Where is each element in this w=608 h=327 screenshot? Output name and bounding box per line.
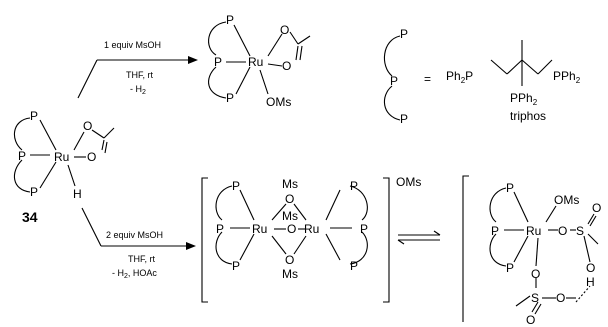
atom-P: P [226, 13, 234, 27]
atom-O: O [531, 267, 540, 281]
compound-label: 34 [22, 209, 38, 225]
bridged-dimer: P P P Ru Ru P P P Ms O Ms O O Ms OMs [201, 175, 421, 303]
atom-OMs: OMs [266, 95, 291, 109]
atom-O: O [558, 224, 567, 238]
atom-P: P [18, 149, 26, 163]
ph2p-group: Ph2P [446, 69, 473, 85]
atom-O: O [586, 261, 595, 275]
top-conditions: THF, rt [126, 70, 153, 80]
atom-P: P [232, 179, 240, 193]
dimer-counterion: OMs [396, 175, 421, 189]
atom-Ru: Ru [252, 222, 267, 236]
atom-O: O [285, 253, 294, 267]
atom-P: P [214, 55, 222, 69]
atom-O: O [87, 150, 96, 164]
triphos-legend: P P P = Ph2P PPh2 PPh2 triphos [383, 27, 581, 126]
atom-O: O [83, 119, 92, 133]
atom-Ru: Ru [526, 224, 541, 238]
atom-P: P [30, 185, 38, 199]
top-reaction-arrow: 1 equiv MsOH THF, rt - H2 [77, 40, 198, 99]
atom-P: P [232, 259, 240, 273]
triphos-name: triphos [510, 109, 546, 123]
atom-P: P [226, 91, 234, 105]
atom-P: P [506, 261, 514, 275]
atom-O: O [287, 222, 296, 236]
atom-Ms: Ms [282, 267, 298, 281]
monomer-bis-mesylate: P P P Ru OMs O S O O H O S O O [462, 175, 601, 327]
pph2-group-right: PPh2 [553, 69, 581, 85]
atom-O: O [282, 59, 291, 73]
complex-34: P P P Ru O O H 34 [13, 109, 115, 225]
atom-O: O [285, 192, 294, 206]
atom-OMs: OMs [554, 193, 579, 207]
atom-P: P [360, 222, 368, 236]
atom-Ru: Ru [54, 150, 69, 164]
bottom-reagent: 2 equiv MsOH [106, 230, 163, 240]
bottom-reaction-arrow: 2 equiv MsOH THF, rt - H2, HOAc [81, 207, 196, 280]
atom-P: P [390, 74, 398, 88]
pph2-group-bottom: PPh2 [510, 91, 538, 107]
atom-S: S [531, 291, 539, 305]
atom-O: O [592, 201, 601, 215]
atom-P: P [350, 259, 358, 273]
atom-H: H [586, 275, 595, 289]
atom-P: P [350, 179, 358, 193]
atom-Ru: Ru [248, 55, 263, 69]
atom-H: H [73, 187, 82, 201]
atom-O: O [280, 23, 289, 37]
atom-Ru: Ru [304, 222, 319, 236]
atom-P: P [400, 27, 408, 41]
equals-sign: = [424, 72, 431, 86]
atom-P: P [30, 109, 38, 123]
atom-O: O [526, 313, 535, 327]
atom-P: P [216, 222, 224, 236]
atom-O: O [556, 291, 565, 305]
bottom-conditions: THF, rt [128, 254, 155, 264]
atom-Ms: Ms [282, 177, 298, 191]
top-product: P P P Ru O O OMs [208, 13, 311, 109]
atom-P: P [491, 224, 499, 238]
atom-P: P [506, 181, 514, 195]
bottom-byproducts: - H2, HOAc [112, 268, 157, 280]
atom-S: S [576, 224, 584, 238]
equilibrium-arrows [397, 230, 441, 245]
top-byproduct: - H2 [130, 84, 146, 96]
atom-P: P [400, 112, 408, 126]
atom-Ms: Ms [282, 209, 298, 223]
top-reagent: 1 equiv MsOH [104, 40, 161, 50]
